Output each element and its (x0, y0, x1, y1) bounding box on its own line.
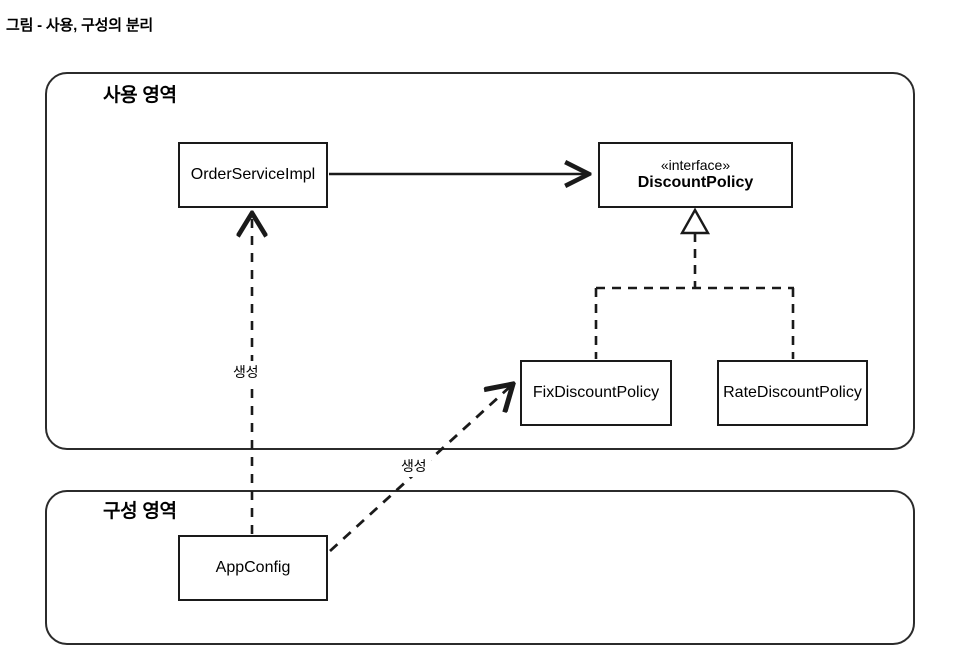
class-name-fixdiscountpolicy: FixDiscountPolicy (532, 383, 660, 401)
edge-label-create-orderservice: 생성 (228, 361, 264, 383)
class-name-appconfig: AppConfig (215, 558, 291, 576)
region-usage-label: 사용 영역 (103, 85, 177, 106)
class-box-discountpolicy[interactable]: «interface» DiscountPolicy (598, 142, 793, 208)
class-name-discountpolicy: DiscountPolicy (637, 173, 754, 191)
class-box-appconfig[interactable]: AppConfig (178, 535, 328, 601)
class-box-orderserviceimpl[interactable]: OrderServiceImpl (178, 142, 328, 208)
class-box-fixdiscountpolicy[interactable]: FixDiscountPolicy (520, 360, 672, 426)
stereotype-interface: «interface» (660, 157, 731, 174)
class-name-orderserviceimpl: OrderServiceImpl (190, 165, 316, 183)
class-box-ratediscountpolicy[interactable]: RateDiscountPolicy (717, 360, 868, 426)
class-name-ratediscountpolicy: RateDiscountPolicy (723, 383, 862, 401)
page-title: 그림 - 사용, 구성의 분리 (6, 17, 154, 34)
edge-label-create-fixdiscount: 생성 (396, 455, 432, 477)
region-config-label: 구성 영역 (103, 501, 177, 522)
